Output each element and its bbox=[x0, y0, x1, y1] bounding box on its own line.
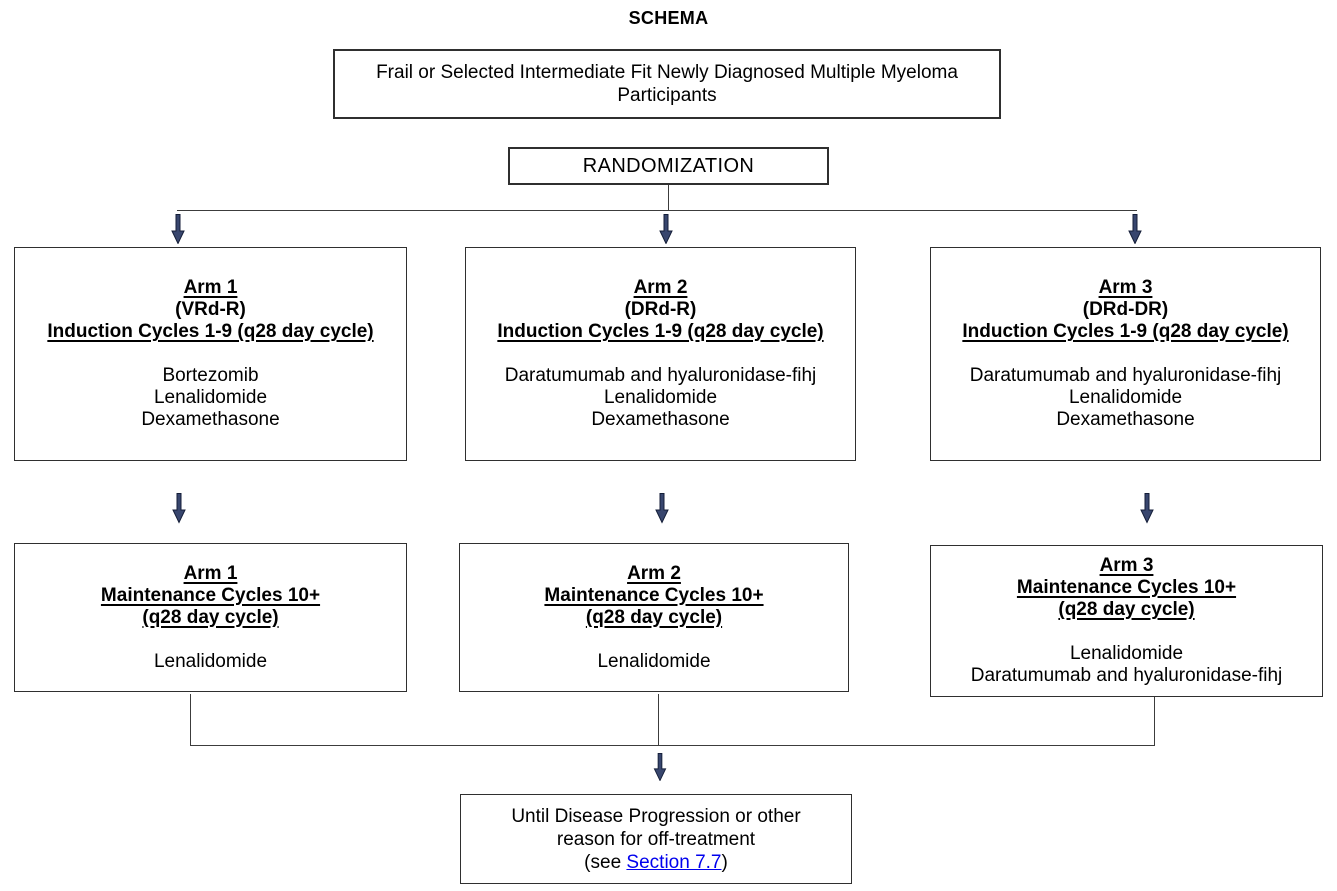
page-title: SCHEMA bbox=[628, 8, 709, 28]
arm-cycle: (q28 day cycle) bbox=[1058, 599, 1195, 620]
arm3-induction-box: Arm 3 (DRd-DR) Induction Cycles 1-9 (q28… bbox=[930, 247, 1321, 461]
population-box: Frail or Selected Intermediate Fit Newly… bbox=[333, 49, 1001, 119]
arm-name: Arm 1 bbox=[183, 562, 238, 584]
outcome-line: Until Disease Progression or other bbox=[511, 805, 801, 827]
drug-item: Daratumumab and hyaluronidase-fihj bbox=[970, 665, 1283, 686]
down-arrow-icon bbox=[659, 214, 673, 244]
connector-line bbox=[668, 185, 669, 210]
section-7-7-link[interactable]: Section 7.7 bbox=[626, 851, 722, 873]
arm-phase: Induction Cycles 1-9 (q28 day cycle) bbox=[962, 321, 1289, 342]
down-arrow-icon bbox=[655, 492, 669, 524]
arm-cycle: (q28 day cycle) bbox=[142, 606, 279, 628]
see-suffix: ) bbox=[721, 851, 728, 873]
down-arrow-icon bbox=[172, 492, 186, 524]
connector-line bbox=[1154, 697, 1155, 746]
connector-line bbox=[658, 694, 659, 746]
arm-name: Arm 2 bbox=[633, 277, 688, 298]
drug-item: Dexamethasone bbox=[591, 409, 730, 430]
connector-line bbox=[190, 694, 191, 746]
arm-name: Arm 3 bbox=[1099, 555, 1154, 576]
drug-item: Lenalidomide bbox=[153, 650, 268, 672]
drug-item: Lenalidomide bbox=[1068, 387, 1183, 408]
arm-phase: Maintenance Cycles 10+ bbox=[100, 584, 321, 606]
down-arrow-icon bbox=[1140, 492, 1154, 524]
outcome-box: Until Disease Progression or other reaso… bbox=[460, 794, 852, 884]
arm3-maintenance-box: Arm 3 Maintenance Cycles 10+ (q28 day cy… bbox=[930, 545, 1323, 697]
drug-item: Lenalidomide bbox=[1069, 643, 1184, 664]
arm-phase: Maintenance Cycles 10+ bbox=[544, 584, 764, 606]
arm-name: Arm 2 bbox=[627, 562, 681, 584]
arm1-induction-box: Arm 1 (VRd-R) Induction Cycles 1-9 (q28 … bbox=[14, 247, 407, 461]
down-arrow-icon bbox=[1128, 214, 1142, 244]
connector-line bbox=[190, 745, 1155, 746]
arm1-maintenance-box: Arm 1 Maintenance Cycles 10+ (q28 day cy… bbox=[14, 543, 407, 692]
drug-item: Lenalidomide bbox=[597, 650, 711, 672]
arm2-maintenance-box: Arm 2 Maintenance Cycles 10+ (q28 day cy… bbox=[459, 543, 849, 692]
see-prefix: (see bbox=[584, 851, 627, 873]
population-text: Frail or Selected Intermediate Fit Newly… bbox=[376, 62, 958, 106]
down-arrow-icon bbox=[171, 214, 185, 244]
arm-phase: Maintenance Cycles 10+ bbox=[1016, 577, 1237, 598]
drug-item: Bortezomib bbox=[162, 365, 259, 386]
connector-line bbox=[177, 210, 1137, 211]
drug-item: Daratumumab and hyaluronidase-fihj bbox=[504, 365, 817, 386]
outcome-line: (see Section 7.7) bbox=[584, 851, 728, 874]
arm-regimen: (VRd-R) bbox=[175, 299, 246, 320]
arm-phase: Induction Cycles 1-9 (q28 day cycle) bbox=[497, 321, 824, 342]
drug-item: Dexamethasone bbox=[1056, 409, 1195, 430]
drug-item: Daratumumab and hyaluronidase-fihj bbox=[969, 365, 1282, 386]
randomization-box: RANDOMIZATION bbox=[508, 147, 829, 185]
randomization-label: RANDOMIZATION bbox=[582, 155, 755, 177]
drug-item: Lenalidomide bbox=[603, 387, 718, 408]
arm-name: Arm 1 bbox=[183, 277, 238, 298]
drug-item: Dexamethasone bbox=[141, 409, 280, 430]
arm-phase: Induction Cycles 1-9 (q28 day cycle) bbox=[47, 321, 374, 342]
arm-cycle: (q28 day cycle) bbox=[585, 606, 723, 628]
arm2-induction-box: Arm 2 (DRd-R) Induction Cycles 1-9 (q28 … bbox=[465, 247, 856, 461]
arm-regimen: (DRd-DR) bbox=[1082, 299, 1169, 320]
down-arrow-icon bbox=[653, 753, 667, 781]
drug-item: Lenalidomide bbox=[153, 387, 268, 408]
arm-name: Arm 3 bbox=[1098, 277, 1153, 298]
outcome-line: reason for off-treatment bbox=[556, 828, 756, 850]
arm-regimen: (DRd-R) bbox=[624, 299, 697, 320]
